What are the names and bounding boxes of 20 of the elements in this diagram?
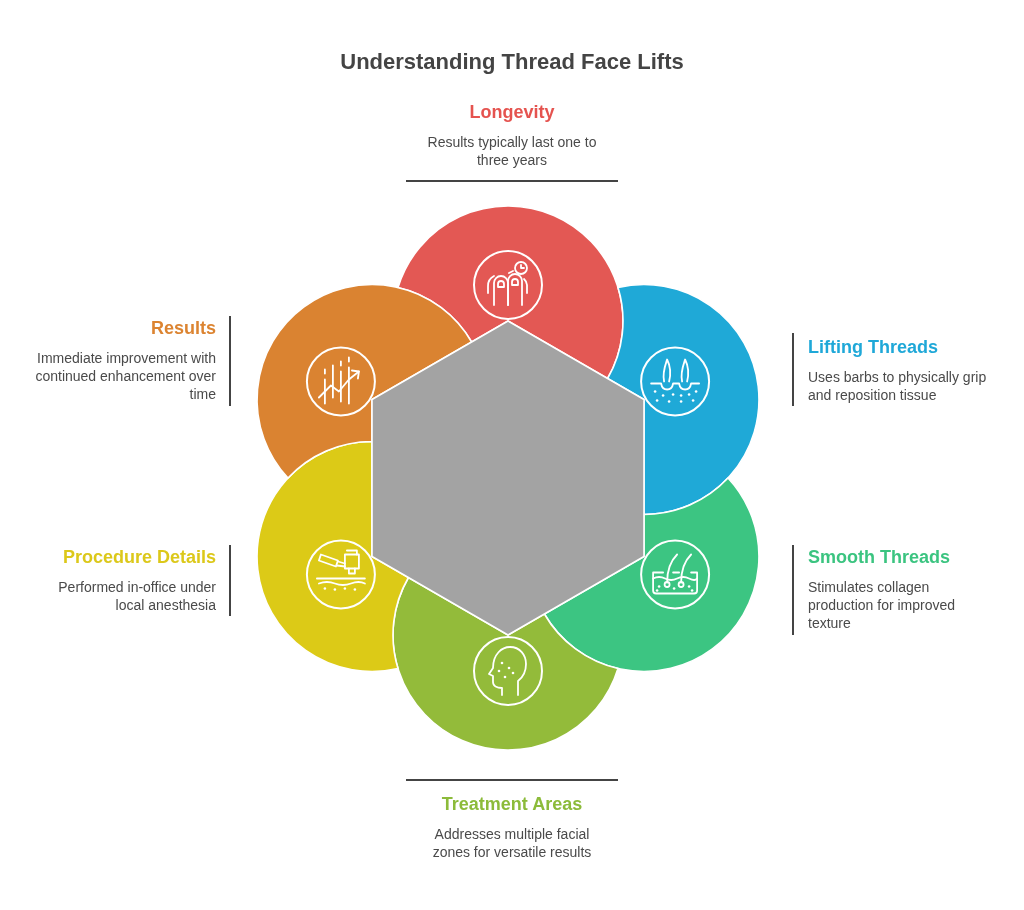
item-heading: Procedure Details: [62, 546, 216, 569]
item-description: Results typically last one to three years: [426, 133, 598, 169]
petal-shape: [606, 283, 760, 516]
petal-shape: [543, 477, 760, 673]
petal-shape: [256, 440, 410, 673]
petal-shape: [392, 576, 619, 751]
item-description: Immediate improvement with continued enhancement over time: [34, 349, 216, 403]
petal-shape: [256, 283, 473, 479]
center-hexagon: [371, 320, 645, 636]
item-heading: Results: [150, 317, 216, 340]
item-heading: Lifting Threads: [808, 336, 938, 359]
petal-shape: [397, 205, 624, 380]
item-heading: Smooth Threads: [808, 546, 950, 569]
item-heading: Longevity: [469, 101, 555, 124]
item-description: Performed in-office under local anesthesia: [57, 578, 216, 614]
item-description: Stimulates collagen production for improved texture: [808, 578, 957, 632]
item-description: Uses barbs to physically grip and reposition tissue: [808, 368, 988, 404]
diagram-title: Understanding Thread Face Lifts: [339, 48, 685, 76]
item-description: Addresses multiple facial zones for versatile results: [431, 825, 593, 861]
item-heading: Treatment Areas: [441, 793, 583, 816]
